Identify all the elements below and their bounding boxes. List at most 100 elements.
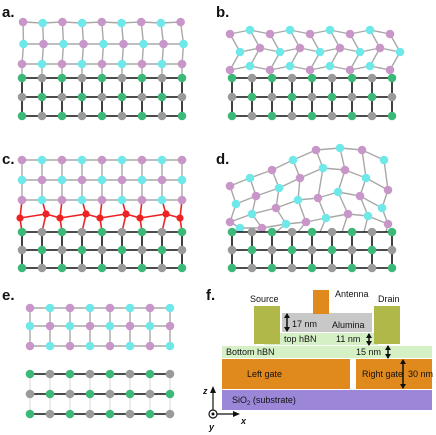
atom xyxy=(18,17,28,27)
atom xyxy=(245,173,255,183)
atom xyxy=(295,43,305,53)
top-hbn-label: top hBN xyxy=(284,334,317,344)
atom xyxy=(179,39,188,49)
atom xyxy=(105,321,115,331)
atom xyxy=(137,175,147,185)
atom xyxy=(122,210,130,218)
atom xyxy=(327,245,337,255)
atom xyxy=(267,165,277,175)
atom xyxy=(137,195,147,205)
atom xyxy=(225,217,235,227)
panel-e-lattice xyxy=(25,303,175,419)
atom xyxy=(177,111,187,121)
atom xyxy=(307,263,317,273)
atom xyxy=(157,263,167,273)
atom xyxy=(19,39,28,49)
atom xyxy=(285,61,295,71)
atom xyxy=(265,29,275,39)
atom xyxy=(117,175,127,185)
atom xyxy=(225,29,235,39)
atom xyxy=(177,73,187,83)
atom xyxy=(385,29,395,39)
atom xyxy=(157,175,167,185)
atom xyxy=(287,227,297,237)
atom xyxy=(313,193,323,203)
atom xyxy=(305,29,315,39)
atom xyxy=(315,47,325,57)
atom xyxy=(325,25,335,35)
atom xyxy=(77,245,87,255)
atom xyxy=(57,245,67,255)
atom xyxy=(125,321,135,331)
svg-text:17 nm: 17 nm xyxy=(292,319,317,329)
atom xyxy=(281,219,291,229)
atom xyxy=(247,263,257,273)
bond xyxy=(383,159,389,191)
atom xyxy=(57,111,67,121)
atom xyxy=(383,219,393,229)
atom xyxy=(85,389,95,399)
atom xyxy=(97,73,107,83)
atom xyxy=(45,303,55,313)
atom xyxy=(383,185,393,195)
atom xyxy=(287,92,297,102)
atom xyxy=(157,59,167,69)
atom xyxy=(156,18,166,28)
source-label: Source xyxy=(250,294,279,304)
atom xyxy=(355,47,365,57)
atom xyxy=(327,227,337,237)
atom xyxy=(340,165,350,175)
atom xyxy=(99,39,108,49)
atom xyxy=(17,73,27,83)
panel-d-label: d. xyxy=(216,151,229,168)
panel-b-label: b. xyxy=(216,4,229,21)
atom xyxy=(335,143,345,153)
atom xyxy=(307,73,317,83)
atom xyxy=(117,59,127,69)
atom xyxy=(97,227,107,237)
left-gate xyxy=(222,359,350,389)
panel-f-label: f. xyxy=(206,287,215,304)
atom xyxy=(305,65,315,75)
atom xyxy=(125,369,135,379)
atom xyxy=(245,25,255,35)
atom xyxy=(97,17,107,27)
atom xyxy=(177,175,187,185)
panel-b-lattice xyxy=(225,25,405,121)
atom xyxy=(85,369,95,379)
atom xyxy=(327,111,337,121)
atom xyxy=(145,303,155,313)
axis-x-label: x xyxy=(240,416,247,426)
drain-contact xyxy=(374,306,400,344)
atom xyxy=(17,175,27,185)
atom xyxy=(97,111,107,121)
atom xyxy=(77,59,87,69)
right-gate-label: Right gate xyxy=(362,369,403,379)
atom xyxy=(387,73,397,83)
alumina-layer xyxy=(282,313,372,332)
atom xyxy=(275,47,285,57)
atom xyxy=(117,263,127,273)
atom xyxy=(231,199,241,209)
atom xyxy=(247,227,257,237)
axis-y-label: y xyxy=(208,422,215,432)
atom xyxy=(25,369,35,379)
atom xyxy=(77,155,87,165)
atom xyxy=(117,227,127,237)
atom xyxy=(361,173,371,183)
atom xyxy=(267,111,277,121)
atom xyxy=(387,263,397,273)
panel-c-lattice xyxy=(16,155,187,273)
atom xyxy=(293,195,303,205)
atom xyxy=(57,263,67,273)
atom xyxy=(85,409,95,419)
atom xyxy=(117,155,127,165)
atom xyxy=(56,214,64,222)
atom xyxy=(37,227,47,237)
substrate-label: SiO2 (substrate) xyxy=(232,395,296,407)
atom xyxy=(137,111,147,121)
atom xyxy=(295,173,305,183)
atom xyxy=(85,341,95,351)
atom xyxy=(177,245,187,255)
atom xyxy=(139,39,148,49)
